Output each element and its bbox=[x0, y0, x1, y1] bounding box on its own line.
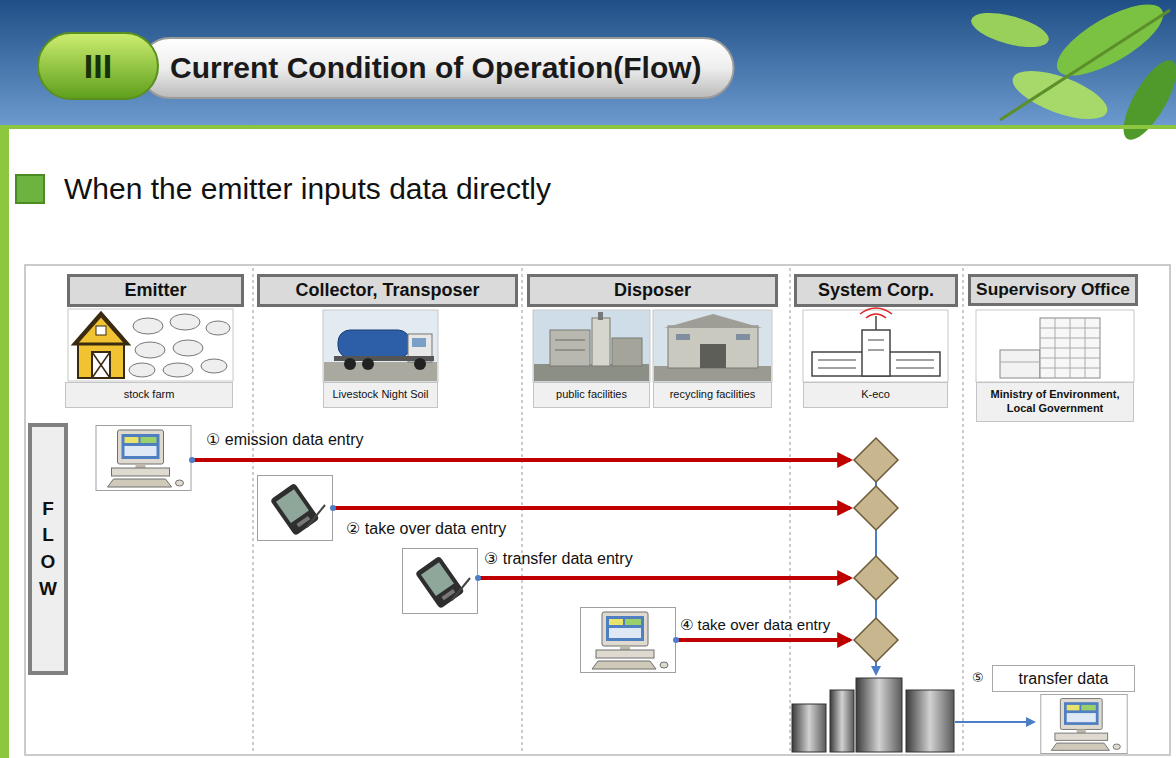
computer-icon bbox=[96, 426, 191, 491]
public-facility-picture bbox=[533, 310, 650, 382]
computer-icon bbox=[1041, 694, 1127, 753]
title-pill bbox=[140, 38, 734, 98]
stock-farm-picture bbox=[68, 309, 233, 381]
flow-text: FLOW bbox=[39, 496, 58, 602]
column-header: Emitter bbox=[67, 274, 244, 307]
check-diamonds bbox=[854, 438, 898, 662]
picture-caption: public facilities bbox=[533, 382, 650, 408]
leaves bbox=[968, 0, 1176, 147]
recycling-facility-picture bbox=[653, 310, 772, 382]
picture-caption: stock farm bbox=[65, 382, 233, 408]
caption-text: public facilities bbox=[556, 388, 627, 402]
header-text: Supervisory Office bbox=[976, 279, 1130, 301]
column-header: Supervisory Office bbox=[968, 274, 1138, 306]
header-text: System Corp. bbox=[818, 279, 934, 302]
caption-text: Ministry of Environment, Local Governmen… bbox=[981, 388, 1129, 416]
callout-number: ⑤ bbox=[972, 670, 984, 686]
header-band bbox=[0, 0, 1176, 127]
header-text: Collector, Transposer bbox=[295, 279, 479, 302]
arrow-label: ④ take over data entry bbox=[680, 616, 830, 634]
flow-band: FLOW bbox=[28, 423, 68, 675]
pda-icon bbox=[258, 476, 333, 541]
pda-icon bbox=[403, 549, 478, 614]
caption-text: Livestock Night Soil bbox=[333, 388, 429, 402]
content-frame-top bbox=[0, 125, 1176, 129]
section-number: III bbox=[38, 33, 158, 99]
ministry-building-picture bbox=[976, 310, 1134, 382]
header-text: Disposer bbox=[614, 279, 691, 302]
column-dividers bbox=[253, 268, 963, 752]
content-frame-left bbox=[0, 125, 9, 758]
diagram-frame bbox=[25, 265, 1170, 755]
caption-text: stock farm bbox=[124, 388, 175, 402]
caption-text: recycling facilities bbox=[670, 388, 756, 402]
computer-icon bbox=[581, 608, 676, 673]
transfer-text: transfer data bbox=[1019, 669, 1109, 689]
transfer-arrow bbox=[955, 721, 1034, 723]
server-cluster bbox=[792, 678, 954, 752]
k-eco-building-picture bbox=[803, 308, 948, 382]
column-header: Disposer bbox=[527, 274, 778, 307]
header-text: Emitter bbox=[124, 279, 186, 302]
column-header: Collector, Transposer bbox=[257, 274, 518, 307]
picture-caption: Livestock Night Soil bbox=[323, 382, 438, 408]
column-header: System Corp. bbox=[794, 274, 958, 307]
arrow-start-dots bbox=[189, 457, 679, 643]
data-entry-arrows bbox=[192, 460, 850, 640]
caption-text: K-eco bbox=[861, 388, 890, 402]
arrow-label: ② take over data entry bbox=[346, 519, 506, 538]
bullet-square bbox=[16, 175, 44, 203]
truck-picture bbox=[323, 310, 438, 382]
arrow-label: ① emission data entry bbox=[206, 430, 364, 449]
slide-title: Current Condition of Operation(Flow) bbox=[170, 38, 702, 98]
arrow-label: ③ transfer data entry bbox=[484, 549, 633, 568]
picture-caption: K-eco bbox=[803, 382, 948, 408]
picture-caption: recycling facilities bbox=[653, 382, 772, 408]
subheading: When the emitter inputs data directly bbox=[64, 171, 551, 207]
section-pill bbox=[38, 33, 158, 99]
picture-caption: Ministry of Environment, Local Governmen… bbox=[976, 382, 1134, 422]
transfer-box: transfer data bbox=[992, 665, 1135, 692]
